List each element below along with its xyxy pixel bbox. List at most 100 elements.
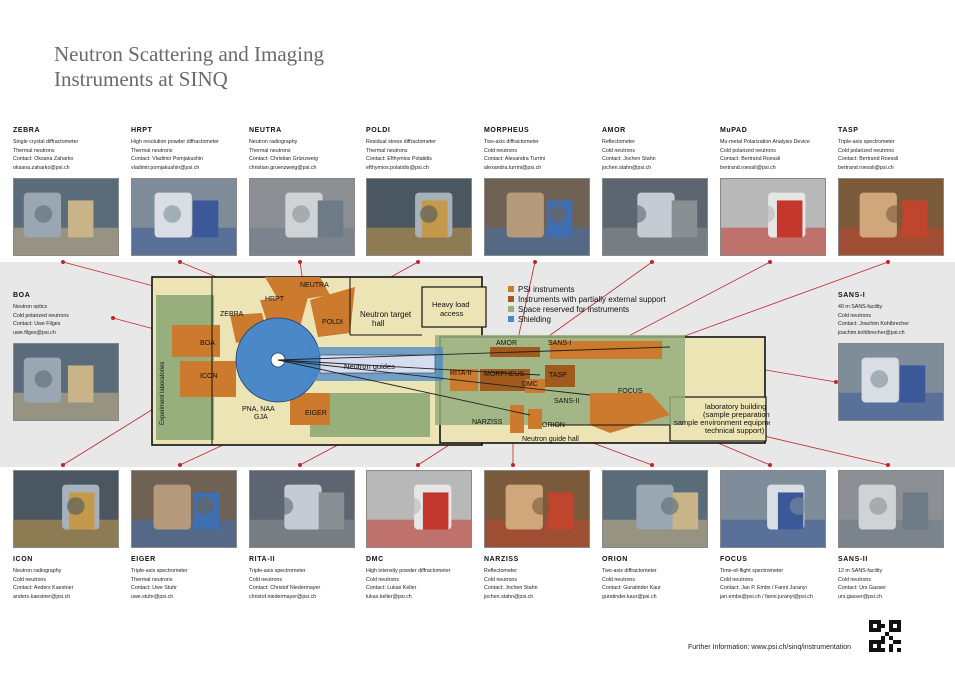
instrument-detail: Mu-metal Polarization Analysis Device (720, 139, 810, 145)
title-line-2: Instruments at SINQ (54, 67, 228, 91)
eiger-block (290, 393, 330, 425)
legend-reserved-swatch (508, 306, 514, 312)
label-sans1: SANS-I (548, 340, 571, 347)
contact-email[interactable]: anders.kaestner@psi.ch (13, 593, 71, 600)
label-guides: Neutron guides (344, 362, 395, 371)
instrument-photo-icon (13, 470, 119, 548)
instrument-detail: High resolution powder diffractometer (131, 139, 219, 145)
instrument-name: NEUTRA (249, 127, 282, 134)
footer-info[interactable]: Further Information: www.psi.ch/sinq/ins… (688, 644, 852, 651)
contact-name: Contact: Urs Gasser (838, 585, 886, 592)
instrument-name: POLDI (366, 127, 391, 134)
label-sans2: SANS-II (554, 398, 579, 405)
icon-block (180, 361, 236, 397)
label-heavy-1: Heavy load (432, 300, 470, 309)
instrument-photo-hrpt (131, 178, 237, 256)
contact-name: Contact: Efthymios Polatidis (366, 156, 432, 163)
instrument-detail: Triple-axis spectrometer (838, 139, 895, 145)
label-narziss: NARZISS (472, 419, 503, 426)
label-amor: AMOR (496, 340, 517, 347)
contact-email[interactable]: christof.niedermayer@psi.ch (249, 593, 317, 600)
instrument-detail: Neutron radiography (13, 568, 62, 574)
label-tasp: TASP (549, 372, 567, 379)
instrument-photo-eiger (131, 470, 237, 548)
contact-email[interactable]: urs.gasser@psi.ch (838, 593, 882, 600)
instrument-detail: Cold neutrons (602, 576, 635, 583)
narziss-block (510, 405, 524, 433)
instrument-detail: Cold polarized neutrons (720, 147, 776, 154)
contact-email[interactable]: uwe.filges@psi.ch (13, 329, 56, 336)
instrument-card-hrpt: HRPT High resolution powder diffractomete… (131, 127, 237, 172)
instrument-name: MORPHEUS (484, 127, 530, 134)
contact-email[interactable]: bertrand.roessli@psi.ch (720, 164, 776, 171)
instrument-detail: Cold neutrons (838, 576, 871, 583)
focus-block (590, 393, 670, 433)
legend-reserved: Space reserved for instruments (518, 305, 629, 314)
instrument-name: HRPT (131, 127, 153, 134)
contact-email[interactable]: guratinder.kaur@psi.ch (602, 593, 657, 600)
instrument-name: ICON (13, 556, 33, 563)
instrument-photo-amor (602, 178, 708, 256)
label-target-2: hall (372, 319, 385, 328)
instrument-detail: Single crystal diffractometer (13, 139, 79, 145)
instrument-detail: Cold polarized neutrons (838, 147, 894, 154)
label-gja: GJA (254, 414, 268, 421)
contact-name: Contact: Anders Kaestner (13, 585, 74, 592)
instrument-photo-morpheus (484, 178, 590, 256)
contact-email[interactable]: joachim.kohlbrecher@psi.ch (838, 329, 905, 336)
instrument-name: AMOR (602, 127, 626, 134)
contact-email[interactable]: vladimir.pomjakushin@psi.ch (131, 164, 200, 171)
instrument-name: EIGER (131, 556, 156, 563)
instrument-photo-poldi (366, 178, 472, 256)
instrument-name: ORION (602, 556, 628, 563)
legend-shielding: Shielding (518, 315, 551, 324)
label-lab-1: laboratory building (705, 402, 766, 411)
contact-email[interactable]: lukas.keller@psi.ch (366, 593, 412, 600)
label-rita: RITA-II (450, 370, 472, 377)
contact-email[interactable]: uwe.stuhr@psi.ch (131, 593, 174, 600)
label-neutra: NEUTRA (300, 282, 329, 289)
contact-name: Contact: Joachim Kohlbrecher (838, 321, 909, 328)
label-guide-hall: Neutron guide hall (522, 436, 579, 443)
instrument-photo-zebra (13, 178, 119, 256)
legend-external-swatch (508, 296, 514, 302)
instrument-name: SANS-I (838, 292, 866, 299)
contact-email[interactable]: christian.gruenzweig@psi.ch (249, 164, 317, 171)
label-target-1: Neutron target (360, 310, 412, 319)
instrument-photo-focus (720, 470, 826, 548)
instrument-photo-tasp (838, 178, 944, 256)
contact-email[interactable]: jan.embs@psi.ch / fanni.juranyi@psi.ch (720, 593, 813, 600)
contact-email[interactable]: bertrand.roessli@psi.ch (838, 164, 894, 171)
contact-name: Contact: Jochen Stahn (484, 585, 538, 592)
instrument-photo-rita-ii (249, 470, 355, 548)
contact-name: Contact: Oksana Zaharko (13, 156, 74, 163)
contact-email[interactable]: efthymios.polatidis@psi.ch (366, 164, 429, 171)
rita-block (450, 369, 478, 391)
label-morpheus: MORPHEUS (484, 371, 525, 378)
contact-email[interactable]: jochen.stahn@psi.ch (484, 593, 534, 600)
instrument-detail: Thermal neutrons (131, 576, 173, 583)
contact-name: Contact: Jan P. Embs / Fanni Juranyi (720, 585, 807, 592)
instrument-detail: Cold neutrons (366, 576, 399, 583)
qr-code-icon[interactable] (869, 620, 901, 652)
contact-email[interactable]: jochen.stahn@psi.ch (602, 164, 652, 171)
instrument-detail: High intensity powder diffractometer (366, 568, 451, 574)
instrument-name: DMC (366, 556, 384, 563)
morpheus-block (480, 369, 530, 391)
instrument-photo-neutra (249, 178, 355, 256)
contact-name: Contact: Lukas Keller (366, 585, 417, 592)
contact-email[interactable]: alexandra.turrini@psi.ch (484, 164, 542, 171)
instrument-detail: Reflectometer (484, 568, 517, 574)
heavy-load-area (421, 286, 487, 328)
label-eiger: EIGER (305, 410, 327, 417)
instrument-detail: Cold neutrons (484, 576, 517, 583)
contact-email[interactable]: oksana.zaharko@psi.ch (13, 164, 70, 171)
instrument-photo-sans-ii (838, 470, 944, 548)
instrument-detail: Two-axis diffractometer (602, 568, 657, 574)
